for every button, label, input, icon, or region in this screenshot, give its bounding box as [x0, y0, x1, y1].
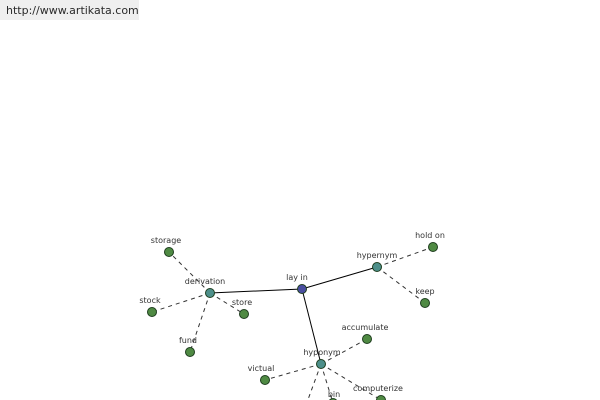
edge-derivation-stock: [151, 292, 211, 313]
node-accumulate[interactable]: [362, 334, 372, 344]
node-label-storage[interactable]: storage: [151, 236, 181, 245]
node-hyponym[interactable]: [316, 359, 326, 369]
node-label-accumulate[interactable]: accumulate: [342, 323, 389, 332]
edge-lay-in-derivation: [209, 288, 303, 294]
node-label-keep[interactable]: keep: [415, 287, 434, 296]
edge-derivation-storage: [168, 251, 211, 294]
node-derivation[interactable]: [205, 288, 215, 298]
site-url-banner[interactable]: http://www.artikata.com: [0, 0, 139, 20]
edge-derivation-store: [209, 292, 245, 315]
node-lay-in[interactable]: [297, 284, 307, 294]
edge-hyponym-computerize: [320, 363, 382, 400]
node-keep[interactable]: [420, 298, 430, 308]
node-storage[interactable]: [164, 247, 174, 257]
node-label-hypernym[interactable]: hypernym: [357, 251, 398, 260]
node-label-store[interactable]: store: [232, 298, 252, 307]
node-stock[interactable]: [147, 307, 157, 317]
node-label-stock[interactable]: stock: [139, 296, 161, 305]
node-store[interactable]: [239, 309, 249, 319]
node-fund[interactable]: [185, 347, 195, 357]
edge-lay-in-hypernym: [301, 266, 378, 290]
edge-lay-in-hyponym: [301, 288, 322, 365]
node-victual[interactable]: [260, 375, 270, 385]
edge-hyponym-bin: [320, 363, 333, 400]
node-label-lay-in[interactable]: lay in: [286, 273, 308, 282]
edge-derivation-fund: [189, 292, 211, 353]
node-label-hyponym[interactable]: hyponym: [303, 348, 341, 357]
edge-hypernym-hold-on: [376, 246, 434, 268]
edge-hyponym-accumulate: [320, 338, 368, 365]
edge-hyponym-unlabeled: [307, 363, 322, 400]
labels-layer: lay in derivation hypernym hyponym storage st…: [139, 231, 445, 399]
node-label-hold-on[interactable]: hold on: [415, 231, 445, 240]
edges-layer: [151, 246, 434, 400]
edge-hyponym-victual: [264, 363, 322, 381]
node-hold-on[interactable]: [428, 242, 438, 252]
edge-hypernym-keep: [376, 266, 426, 304]
node-label-bin[interactable]: bin: [328, 390, 340, 399]
node-label-derivation[interactable]: derivation: [185, 277, 225, 286]
node-hypernym[interactable]: [372, 262, 382, 272]
nodes-layer: [147, 242, 438, 400]
node-label-computerize[interactable]: computerize: [353, 384, 403, 393]
node-computerize[interactable]: [376, 395, 386, 400]
node-label-victual[interactable]: victual: [248, 364, 275, 373]
node-label-fund[interactable]: fund: [179, 336, 197, 345]
